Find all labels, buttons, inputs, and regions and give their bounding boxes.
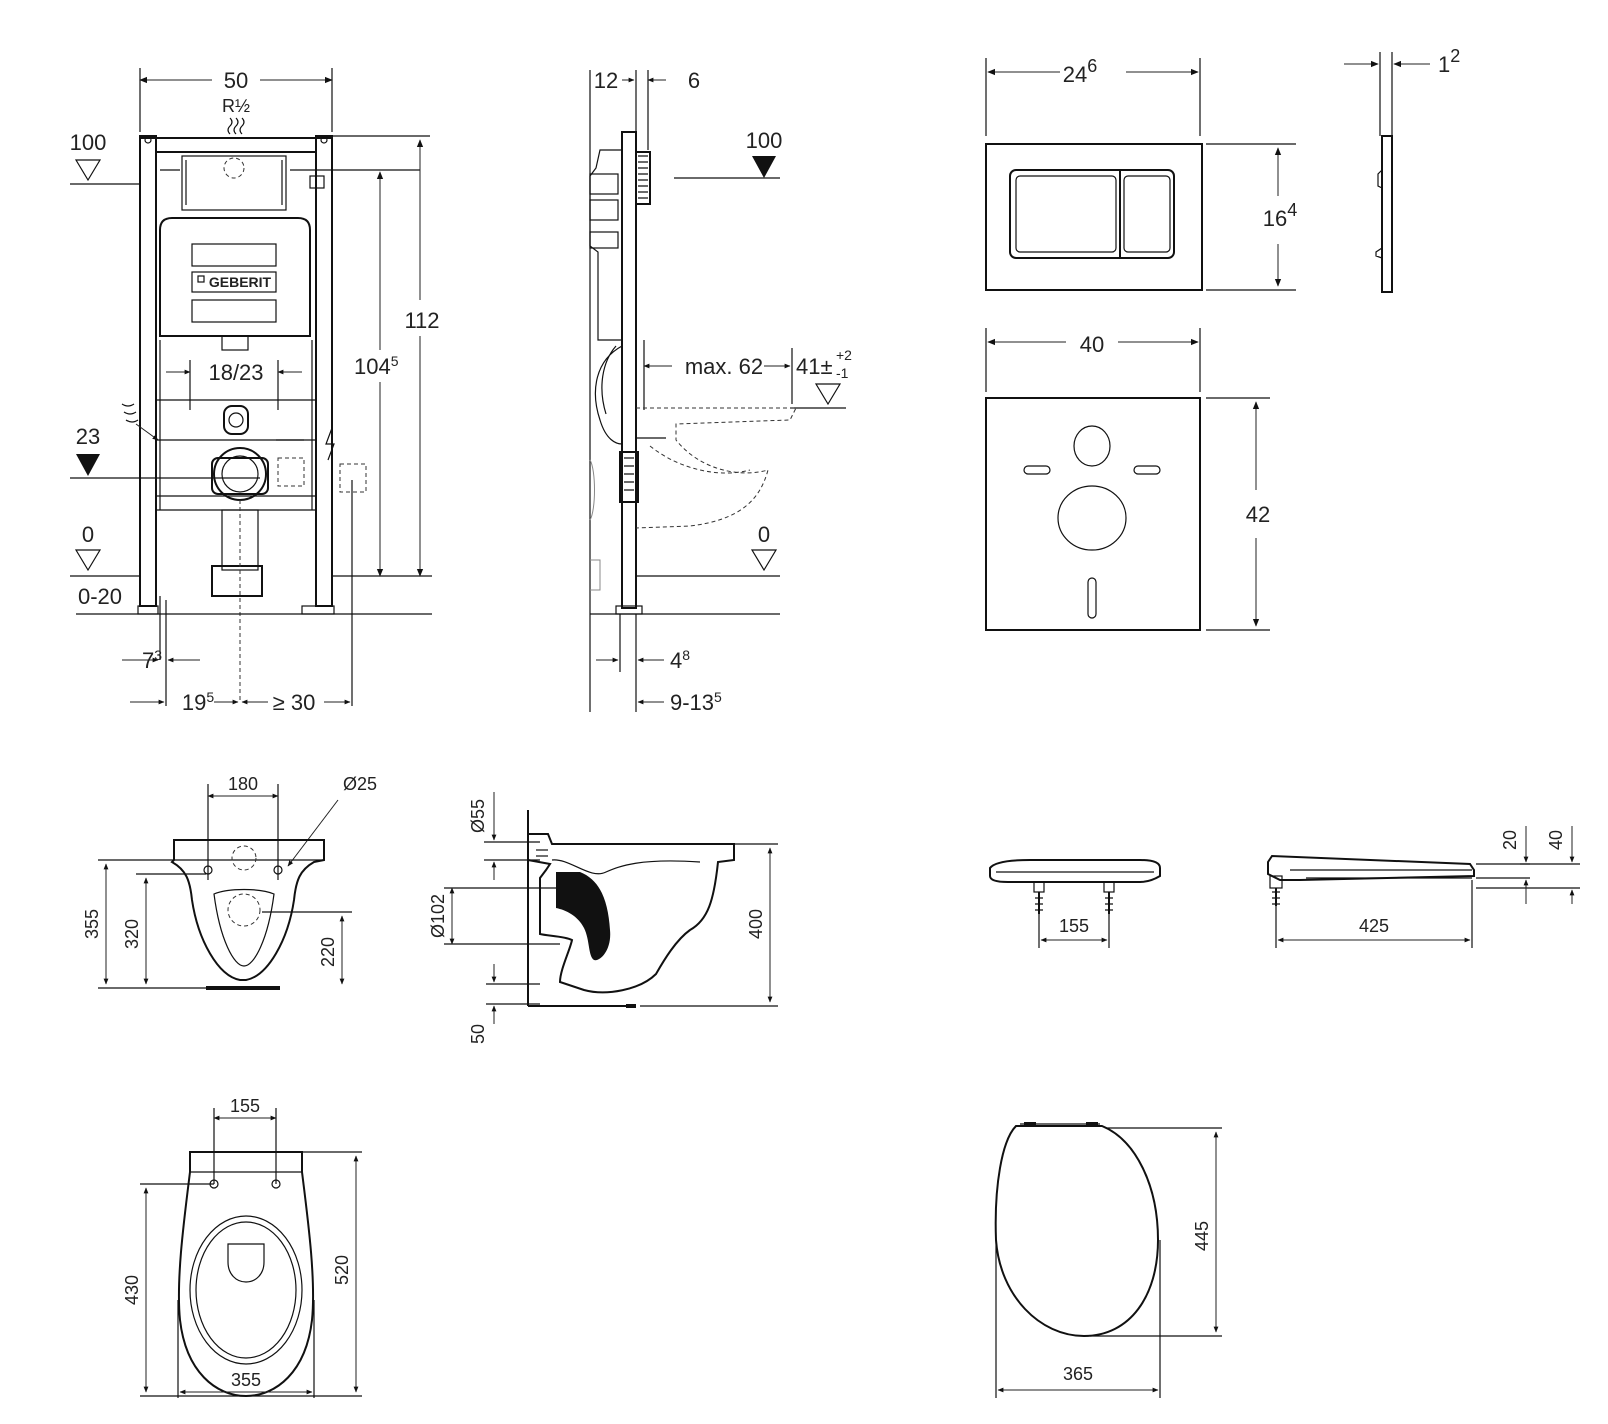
dim-bowl-hole-25: Ø25: [343, 774, 377, 794]
dim-max-62: max. 62: [685, 354, 763, 379]
water-supply-icon: [227, 117, 245, 135]
flush-plate-side: [1381, 135, 1393, 293]
flush-plate: [985, 143, 1203, 291]
flush-plate-drawing: 246 164 12: [985, 46, 1460, 293]
dim-bowl-height-400: 400: [746, 909, 766, 939]
dim-seat-top-365: 365: [1063, 1364, 1093, 1384]
seat-side: [1267, 854, 1475, 881]
dim-41-minus: -1: [836, 365, 849, 381]
dim-top-430: 430: [122, 1275, 142, 1305]
dim-12: 12: [594, 68, 618, 93]
bowl-side: [527, 833, 735, 994]
frame-side-view: 12 6 100 max. 62 41± +2 -1: [589, 68, 852, 715]
electrical-icon: [325, 427, 335, 461]
dim-seat-40: 40: [1546, 830, 1566, 850]
bowl-front: [170, 839, 325, 981]
dim-height-1045: 1045: [354, 353, 399, 379]
dim-bolt-span: 18/23: [208, 360, 263, 385]
dim-6: 6: [688, 68, 700, 93]
level-0: 0: [82, 522, 94, 547]
dim-frame-width: 50: [224, 68, 248, 93]
frame-front-view: 50 R½ GEBERIT: [70, 68, 440, 715]
water-inlet-icon: [121, 403, 139, 423]
level-100: 100: [70, 130, 107, 155]
seat-top-drawing: 445 365: [994, 1122, 1222, 1398]
dim-9-135: 9-135: [670, 689, 722, 715]
sound-pad-drawing: 40 42: [985, 328, 1270, 631]
dim-inlet-55: Ø55: [468, 799, 488, 833]
floor-adjust: 0-20: [78, 584, 122, 609]
side-level-0: 0: [758, 522, 770, 547]
bowl-side-drawing: Ø55 Ø102 50 400: [428, 792, 778, 1044]
dim-seat-20: 20: [1500, 830, 1520, 850]
water-connection-label: R½: [222, 96, 250, 116]
bowl-top: [177, 1151, 315, 1398]
seat-top: [994, 1125, 1160, 1338]
dim-bowl-355: 355: [82, 909, 102, 939]
dim-height-112: 112: [404, 308, 439, 333]
sound-pad: [985, 397, 1201, 631]
dim-offset-195: 195: [182, 689, 214, 715]
dim-offset-73: 73: [142, 647, 162, 673]
brand-logo: GEBERIT: [209, 274, 272, 290]
dim-41-plus: +2: [836, 347, 852, 363]
dim-min-30: ≥ 30: [273, 690, 316, 715]
dim-plate-width: 246: [1063, 56, 1098, 87]
dim-top-355: 355: [231, 1370, 261, 1390]
dim-bowl-bolt-180: 180: [228, 774, 258, 794]
seat-side-drawing: 20 40 425: [1267, 826, 1580, 948]
dim-plate-depth: 12: [1438, 46, 1460, 77]
side-level-100: 100: [746, 128, 783, 153]
dim-outlet-102: Ø102: [428, 894, 448, 938]
dim-floor-50: 50: [468, 1024, 488, 1044]
bowl-front-drawing: 180 Ø25 355 320 220: [82, 774, 377, 990]
dim-pad-height: 42: [1246, 502, 1270, 527]
dim-41: 41±: [796, 354, 833, 379]
seat-front-drawing: 155: [989, 859, 1161, 948]
dim-pad-width: 40: [1080, 332, 1104, 357]
dim-seat-top-445: 445: [1192, 1221, 1212, 1251]
dim-48: 48: [670, 647, 690, 673]
dim-seat-425: 425: [1359, 916, 1389, 936]
level-23: 23: [76, 424, 100, 449]
dim-plate-height: 164: [1263, 200, 1298, 231]
dim-seat-hinge-155: 155: [1059, 916, 1089, 936]
bowl-top-drawing: 155 430 520 355: [122, 1096, 362, 1398]
dim-top-520: 520: [332, 1255, 352, 1285]
dim-top-bolt-155: 155: [230, 1096, 260, 1116]
seat-front: [989, 859, 1161, 883]
dim-bowl-320: 320: [122, 919, 142, 949]
dim-bowl-220: 220: [318, 937, 338, 967]
